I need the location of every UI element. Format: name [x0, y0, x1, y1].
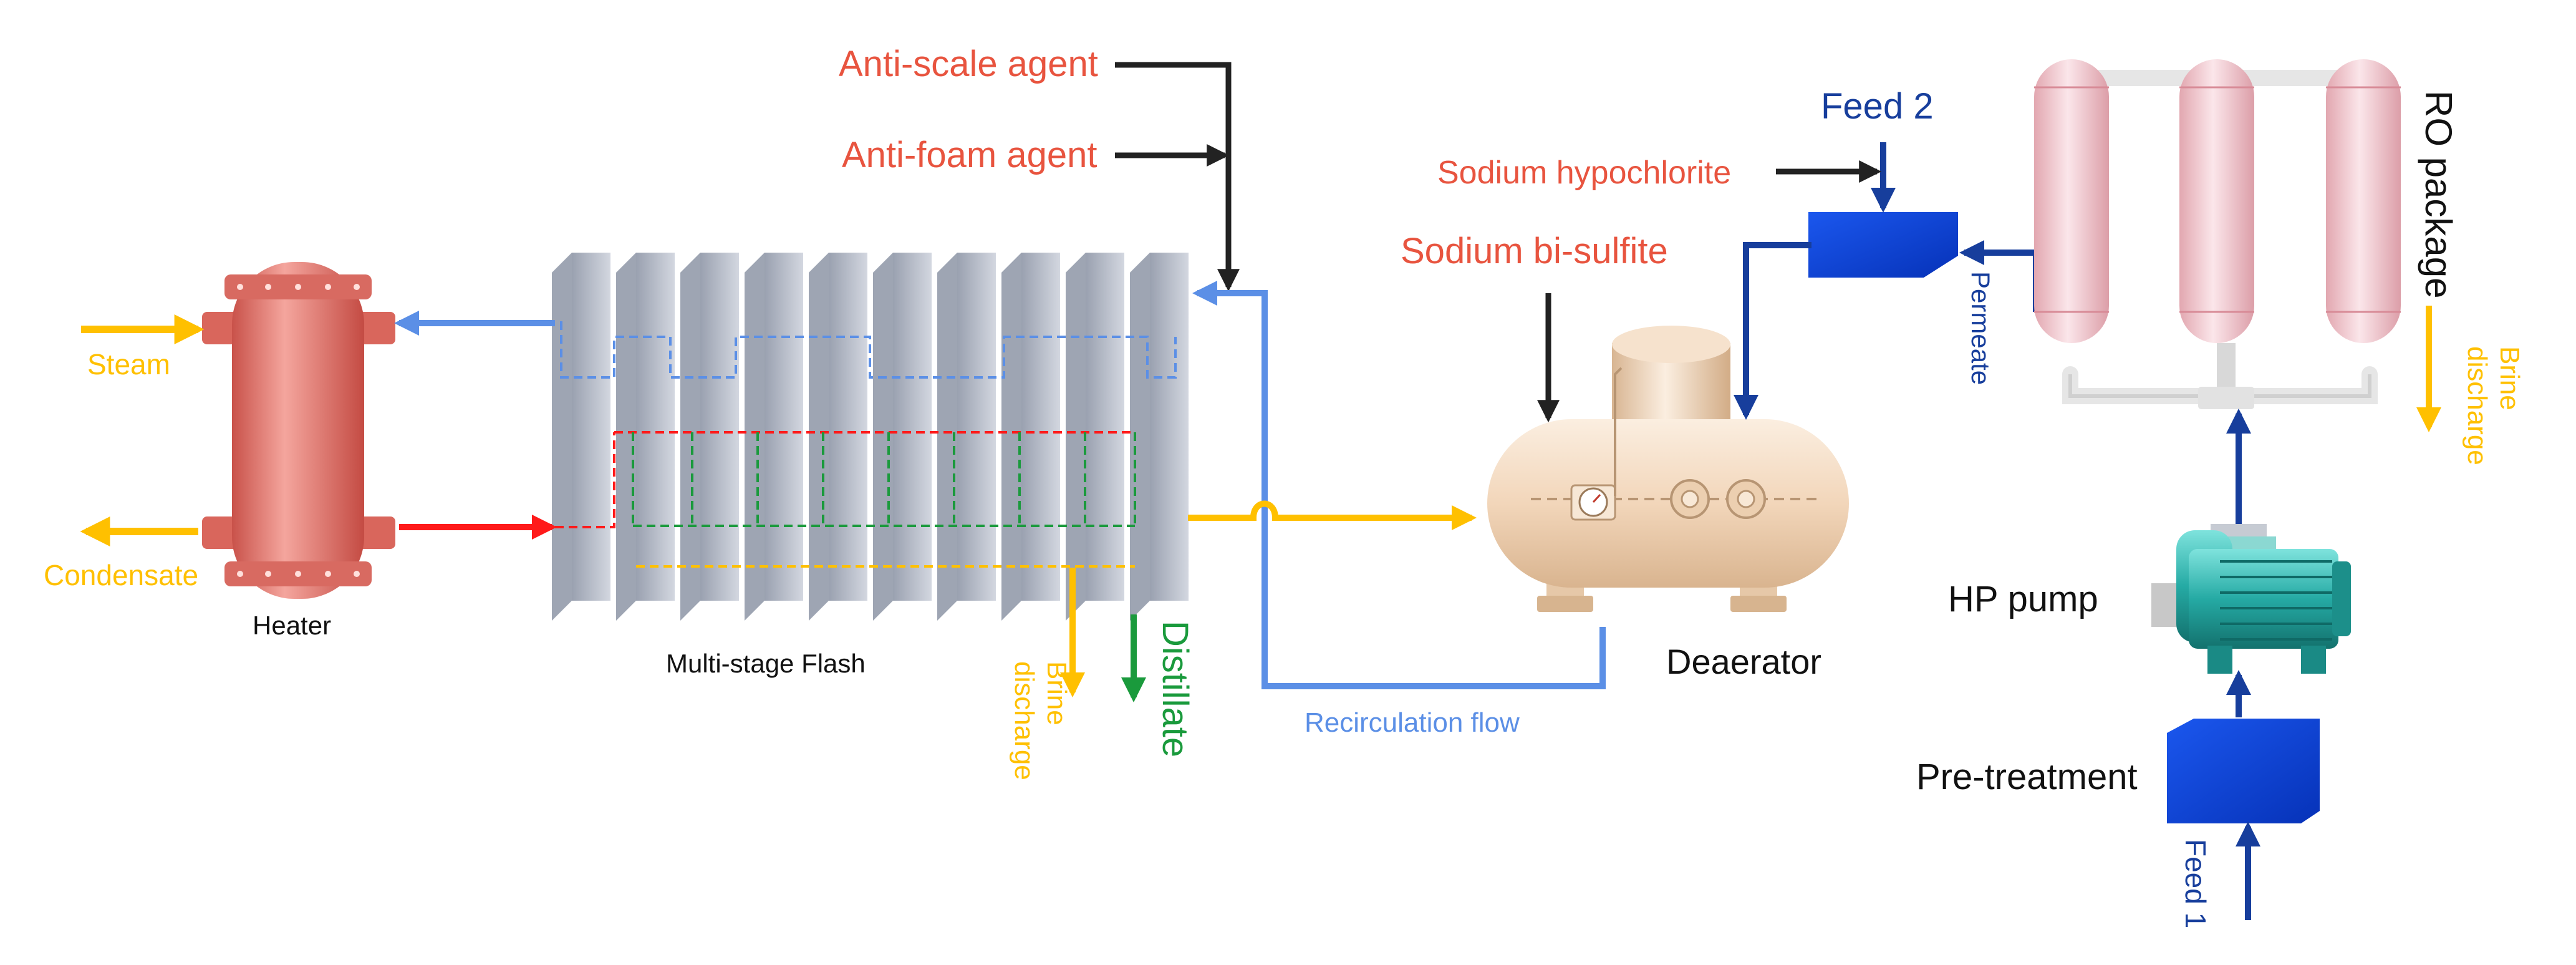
msf-stage-plate: [765, 253, 803, 601]
distillate-label: Distillate: [1155, 621, 1195, 757]
deaerator: [1487, 326, 1849, 612]
recirculation-flow-arrow: [1192, 281, 1606, 689]
ro-brine-line1: Brine: [2494, 346, 2525, 410]
ro-brine-discharge-label: Brine discharge: [2462, 346, 2525, 465]
msf-stage-side: [1001, 253, 1021, 621]
msf-brine-line2: discharge: [1009, 661, 1040, 780]
msf-brine-line1: Brine: [1041, 661, 1072, 725]
msf-recirculation-dashed: [560, 321, 1177, 379]
hp-pump-label: HP pump: [1948, 579, 2098, 619]
ro-package-label: RO package: [2418, 90, 2459, 299]
msf-stage-side: [809, 253, 829, 621]
mixer-to-deaerator-arrow: [1734, 242, 1811, 420]
msf-stage-side: [745, 253, 765, 621]
pretreatment-box: [2167, 719, 2320, 823]
msf-stage-plate: [1021, 253, 1060, 601]
sodium-hypochlorite-label: Sodium hypochlorite: [1437, 155, 1731, 191]
msf-stage-plate: [700, 253, 739, 601]
msf-stage-plate: [636, 253, 675, 601]
permeate-label: Permeate: [1966, 271, 1995, 385]
multi-stage-flash: [552, 253, 1189, 621]
msf-stage-side: [937, 253, 957, 621]
msf-stage-side: [680, 253, 700, 621]
feed2-mixer-box: [1808, 212, 1958, 278]
msf-stage-side: [552, 253, 572, 621]
msf-hot-brine-inlet-dashed: [555, 432, 615, 528]
msf-stage-side: [616, 253, 636, 621]
sodium-bisulfite-label: Sodium bi-sulfite: [1401, 231, 1668, 271]
heater: [202, 262, 395, 599]
deaerator-label: Deaerator: [1666, 642, 1821, 681]
msf-stage-plate: [829, 253, 867, 601]
msf-stage-plate: [1150, 253, 1189, 601]
recirculation-label: Recirculation flow: [1305, 707, 1520, 738]
msf-stage-side: [873, 253, 893, 621]
msf-to-deaerator-arrow: [1188, 500, 1477, 530]
pretreatment-label: Pre-treatment: [1916, 757, 2138, 797]
msf-stage-plate: [572, 253, 610, 601]
msf-stage-plate: [893, 253, 932, 601]
heater-label: Heater: [253, 611, 331, 640]
hp-pump: [2151, 524, 2351, 674]
steam-label: Steam: [87, 348, 170, 381]
msf-brine-discharge-label: Brine discharge: [1009, 661, 1072, 780]
condensate-label: Condensate: [44, 559, 198, 591]
ro-brine-line2: discharge: [2462, 346, 2492, 465]
anti-scale-arrow: [1115, 62, 1240, 292]
msf-stage-plate: [1086, 253, 1124, 601]
anti-foam-label: Anti-foam agent: [842, 135, 1097, 175]
msf-stage-plate: [957, 253, 996, 601]
anti-scale-label: Anti-scale agent: [839, 44, 1098, 84]
feed2-label: Feed 2: [1821, 86, 1934, 127]
msf-distillate-dashed: [632, 432, 1136, 527]
msf-stage-side: [1130, 253, 1150, 621]
ro-package: [2034, 59, 2401, 409]
feed1-label: Feed 1: [2179, 839, 2212, 928]
msf-stage-side: [1066, 253, 1086, 621]
msf-label: Multi-stage Flash: [666, 649, 866, 678]
